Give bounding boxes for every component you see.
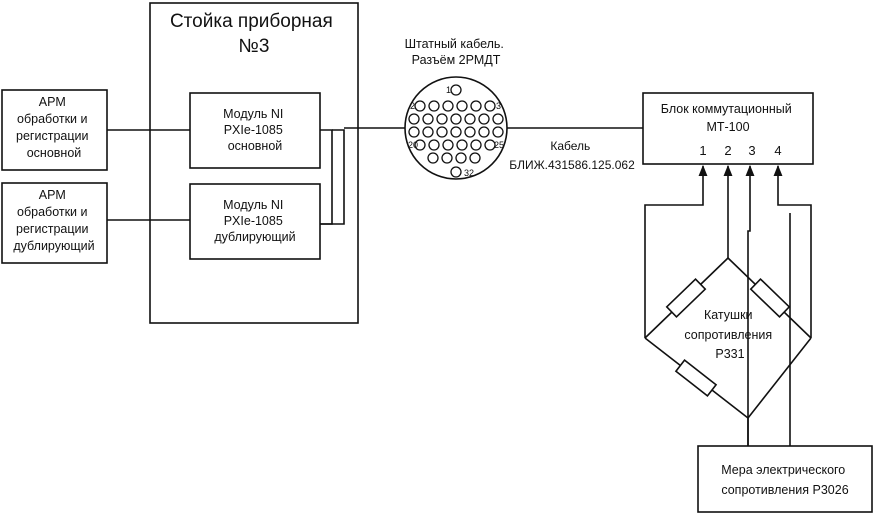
connector-pin	[436, 126, 448, 138]
coils-text: Катушки сопротивления Р331	[684, 308, 775, 361]
wire-module-main-connector	[320, 129, 333, 225]
measure-box	[697, 445, 873, 513]
module-backup-text: Модуль NI PXIe-1085 дублирующий	[214, 198, 295, 244]
connector-pin	[450, 166, 462, 178]
wire-term1	[644, 164, 708, 338]
connector-pin	[478, 113, 490, 125]
connector-pin	[450, 126, 462, 138]
connector-pin	[450, 113, 462, 125]
terminal-2: 2	[724, 143, 731, 158]
connector-pin	[427, 152, 439, 164]
connector-pin	[408, 113, 420, 125]
connector-pin	[478, 126, 490, 138]
measure-text: Мера электрического сопротивления Р3026	[721, 463, 849, 497]
connector-pin	[414, 139, 426, 151]
pin-label-20: 20	[408, 140, 418, 150]
pin-label-2: 2	[410, 101, 415, 111]
terminal-1: 1	[699, 143, 706, 158]
connector-pin	[436, 113, 448, 125]
connector-pin	[414, 100, 426, 112]
pin-label-32: 32	[464, 168, 474, 178]
rack-title: Стойка приборная №3	[170, 11, 338, 57]
arm-backup-box	[1, 182, 108, 264]
terminal-4: 4	[774, 143, 781, 158]
wire-module-backup-connector	[320, 129, 345, 225]
connector-pin	[428, 139, 440, 151]
connector-pin	[442, 139, 454, 151]
connector-pin	[422, 113, 434, 125]
connector-pin	[428, 100, 440, 112]
connector-pin	[408, 126, 420, 138]
arm-main-text: АРМ обработки и регистрации основной	[16, 95, 92, 160]
connector-pin	[464, 113, 476, 125]
switch-block-title: Блок коммутационный МТ-100	[661, 102, 795, 134]
module-main-text: Модуль NI PXIe-1085 основной	[223, 107, 287, 153]
connector-pin	[442, 100, 454, 112]
connector-pin	[469, 152, 481, 164]
arm-backup-text: АРМ обработки и регистрации дублирующий	[13, 188, 94, 253]
cable-text: Кабель БЛИЖ.431586.125.062	[509, 139, 635, 172]
connector-pin	[455, 152, 467, 164]
connector-pin	[470, 100, 482, 112]
pin-label-1: 1	[446, 85, 451, 95]
connector-pin	[492, 126, 504, 138]
pin-label-25: 25	[494, 140, 504, 150]
terminal-3: 3	[748, 143, 755, 158]
resistor-bottom-left	[674, 359, 718, 397]
rack-box	[149, 2, 359, 324]
pin-label-3: 3	[496, 101, 501, 111]
connector-pin	[484, 139, 496, 151]
connector-pin	[456, 139, 468, 151]
connector-pin	[484, 100, 496, 112]
resistor-top-left	[665, 277, 707, 319]
connector-pin	[422, 126, 434, 138]
wire-term4	[773, 164, 812, 338]
connector-pin	[470, 139, 482, 151]
connector-title: Штатный кабель. Разъём 2РМДТ	[405, 37, 508, 67]
resistor-top-right	[749, 277, 791, 319]
connector-pin	[441, 152, 453, 164]
connector-pin	[492, 113, 504, 125]
connector-pin	[450, 84, 462, 96]
module-backup-box	[189, 183, 321, 260]
connector-pins	[408, 84, 504, 178]
connector-pin	[456, 100, 468, 112]
wire-term3	[745, 164, 755, 446]
connector-pin	[464, 126, 476, 138]
bridge-bottom-right	[747, 337, 812, 419]
